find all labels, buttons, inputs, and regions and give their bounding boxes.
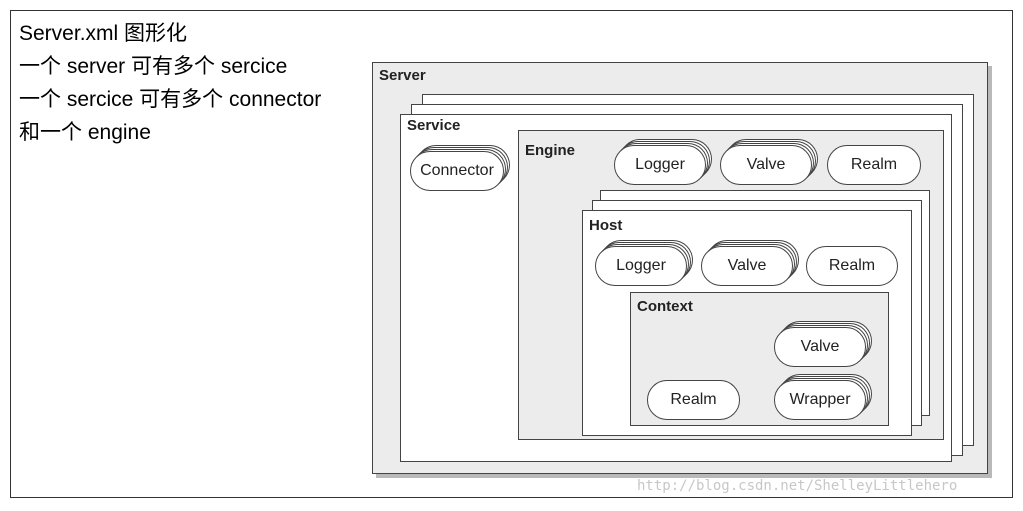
engine-logger: Logger — [614, 145, 706, 185]
host-valve: Valve — [701, 246, 793, 286]
host-label: Host — [589, 217, 623, 234]
engine-label: Engine — [525, 142, 576, 159]
note-line: 和一个 engine — [19, 121, 151, 144]
engine-valve: Valve — [720, 145, 812, 185]
context-valve: Valve — [774, 327, 866, 367]
context-wrapper: Wrapper — [774, 380, 866, 420]
service-label: Service — [407, 117, 461, 134]
engine-realm: Realm — [827, 145, 921, 185]
connector-component: Connector — [410, 151, 504, 191]
notes: Server.xml 图形化 一个 server 可有多个 sercice 一个… — [19, 17, 321, 149]
note-line: Server.xml 图形化 — [19, 22, 188, 45]
note-line: 一个 server 可有多个 sercice — [19, 55, 288, 78]
server-label: Server — [379, 67, 426, 84]
host-realm: Realm — [806, 246, 898, 286]
context-label: Context — [637, 298, 693, 315]
note-line: 一个 sercice 可有多个 connector — [19, 88, 322, 111]
context-realm: Realm — [647, 380, 740, 420]
host-logger: Logger — [595, 246, 687, 286]
watermark: http://blog.csdn.net/ShelleyLittlehero — [637, 478, 958, 494]
